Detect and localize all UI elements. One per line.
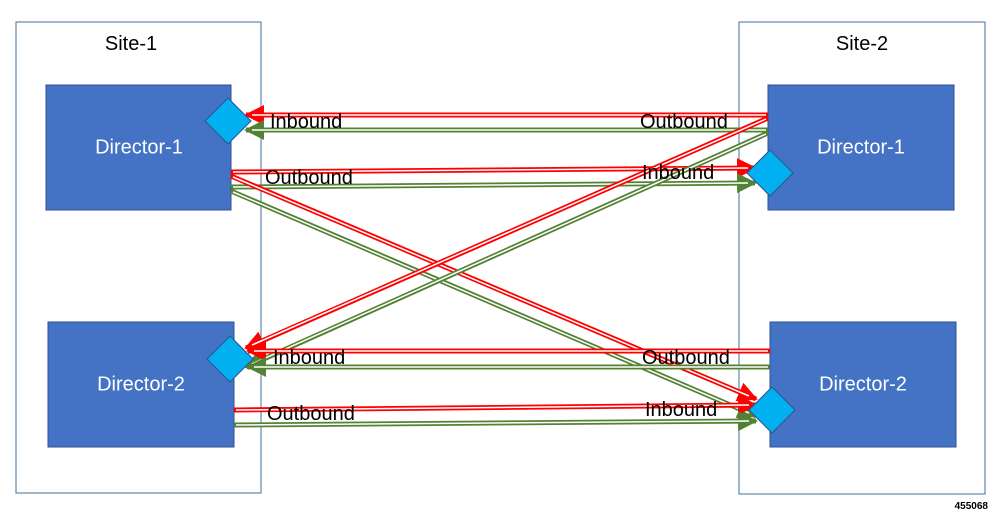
site-2-director-2-port-icon: [748, 386, 796, 434]
s1d1-outbound-label: Outbound: [265, 167, 353, 189]
s1d1-inbound-label: Inbound: [270, 111, 342, 133]
s2d2-outbound-label: Outbound: [642, 347, 730, 369]
site-1-director-2-port-icon: [206, 335, 254, 383]
site-2-director-1-label: Director-1: [817, 136, 905, 158]
link-s1d1-to-s2d2-red: [230, 173, 758, 402]
link-s1d1-to-s2d1-red: [230, 158, 757, 179]
link-s1d2-to-s2d2-red: [233, 395, 758, 416]
link-s1d2-to-s2d2-green: [233, 411, 758, 432]
site-1-director-1-label: Director-1: [95, 136, 183, 158]
site-1-director-1: [45, 84, 232, 211]
site-2-title: Site-2: [836, 33, 888, 55]
s2d2-inbound-label: Inbound: [645, 399, 717, 421]
site-2-director-1-port-icon: [746, 149, 794, 197]
site-2-director-2-label: Director-2: [819, 373, 907, 395]
s2d1-outbound-label: Outbound: [640, 111, 728, 133]
s1d2-outbound-label: Outbound: [267, 403, 355, 425]
site-1-director-2: [47, 321, 235, 448]
link-s1d1-to-s2d2-green: [230, 188, 758, 419]
site-2-director-1: [767, 84, 955, 211]
s2d1-inbound-label: Inbound: [642, 162, 714, 184]
site-1-title: Site-1: [105, 33, 157, 55]
figure-reference-number: 455068: [955, 501, 989, 512]
site-2-director-2: [769, 321, 957, 448]
s1d2-inbound-label: Inbound: [273, 347, 345, 369]
site-1-director-1-port-icon: [204, 97, 252, 145]
link-s2d1-to-s1d2-green: [244, 130, 770, 370]
link-group: [230, 105, 770, 432]
site-1-director-2-label: Director-2: [97, 373, 185, 395]
link-s2d1-to-s1d2-red: [244, 115, 770, 351]
link-s1d1-to-s2d1-green: [230, 173, 757, 194]
